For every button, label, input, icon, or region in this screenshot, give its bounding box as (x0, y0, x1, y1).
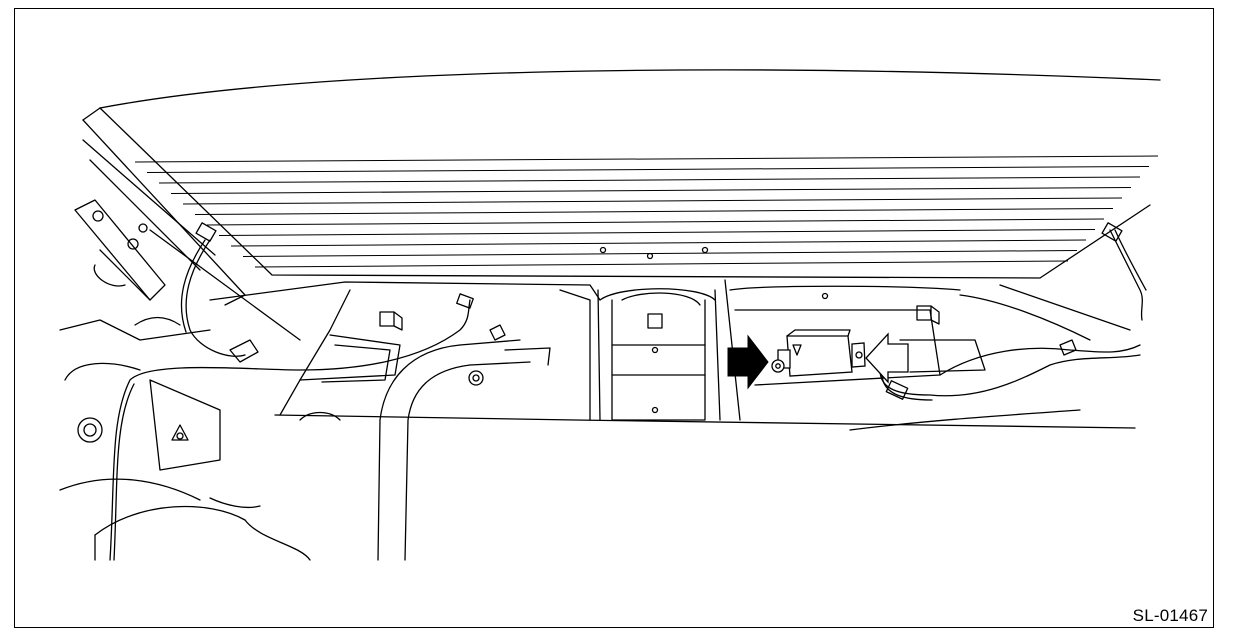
defogger-line (158, 176, 1141, 184)
shelf-clips (379, 246, 940, 414)
wiring-harness-left (109, 222, 474, 561)
defogger-line (218, 229, 1096, 236)
hinge-stay-assembly (74, 199, 166, 301)
wiring-harness-right (879, 222, 1147, 401)
figure-frame (14, 8, 1214, 628)
defogger-line (170, 187, 1132, 194)
defogger-line (242, 250, 1078, 257)
rear-shelf-panel (209, 279, 1136, 431)
left-pillar-trim (82, 139, 301, 341)
defogger-line (194, 208, 1114, 215)
outline-arrow-icon (865, 332, 909, 384)
defogger-line (146, 166, 1150, 173)
defogger-line (134, 155, 1159, 163)
defogger-line (206, 218, 1105, 226)
rear-window-glass (82, 69, 1161, 296)
left-side-trim (59, 319, 311, 561)
defogger-line (230, 239, 1087, 247)
figure-code-label: SL-01467 (1132, 606, 1208, 625)
component-body (771, 329, 866, 377)
solid-arrow-icon (727, 334, 769, 390)
defogger-grid-lines (134, 155, 1159, 268)
center-trim-piece (377, 324, 551, 561)
defogger-line (254, 260, 1069, 268)
defogger-line (182, 197, 1123, 205)
